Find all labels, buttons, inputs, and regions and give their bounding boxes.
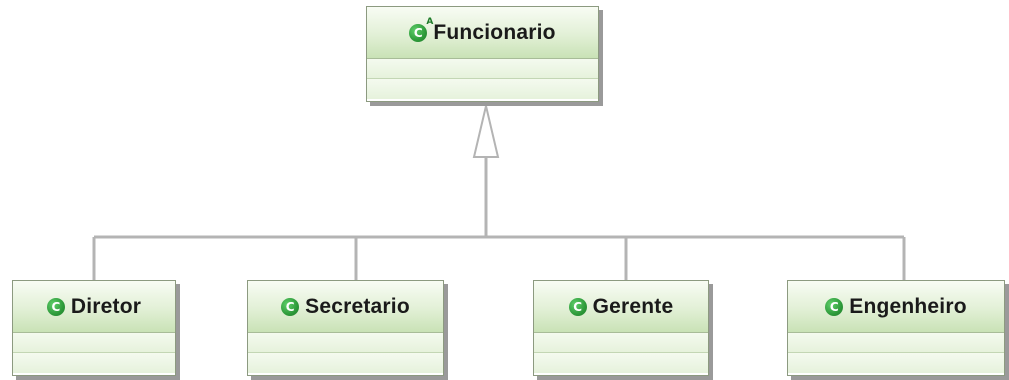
attributes-compartment [13, 333, 175, 353]
class-name: Funcionario [433, 20, 556, 44]
class-icon-glyph: C [413, 25, 423, 40]
class-header: C Secretario [248, 281, 443, 333]
class-icon: C [281, 297, 300, 316]
class-name: Engenheiro [849, 294, 967, 318]
class-header: C Engenheiro [788, 281, 1004, 333]
class-box-diretor[interactable]: C Diretor [12, 280, 176, 376]
attributes-compartment [248, 333, 443, 353]
class-icon-glyph: C [573, 299, 583, 314]
operations-compartment [13, 353, 175, 373]
abstract-class-icon: C A [409, 17, 433, 42]
class-name: Gerente [592, 294, 674, 318]
class-box-gerente[interactable]: C Gerente [533, 280, 709, 376]
class-header: C Diretor [13, 281, 175, 333]
class-name: Secretario [305, 294, 410, 318]
class-icon: C [46, 297, 65, 316]
class-header: C A Funcionario [367, 7, 598, 59]
class-icon-glyph: C [829, 299, 839, 314]
generalization-arrowhead [472, 105, 500, 158]
operations-compartment [367, 79, 598, 99]
operations-compartment [534, 353, 708, 373]
class-box-engenheiro[interactable]: C Engenheiro [787, 280, 1005, 376]
attributes-compartment [534, 333, 708, 353]
operations-compartment [248, 353, 443, 373]
attributes-compartment [367, 59, 598, 79]
abstract-marker: A [426, 16, 434, 27]
class-header: C Gerente [534, 281, 708, 333]
operations-compartment [788, 353, 1004, 373]
attributes-compartment [788, 333, 1004, 353]
class-box-funcionario[interactable]: C A Funcionario [366, 6, 599, 102]
class-icon: C [825, 297, 844, 316]
class-icon-glyph: C [51, 299, 61, 314]
class-name: Diretor [70, 294, 142, 318]
class-icon-glyph: C [285, 299, 295, 314]
class-icon: C [568, 297, 587, 316]
class-box-secretario[interactable]: C Secretario [247, 280, 444, 376]
